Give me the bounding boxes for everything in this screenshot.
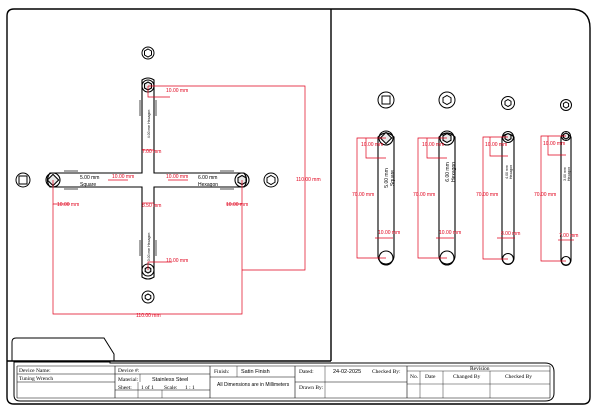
part1-size-label: 5.00 mm xyxy=(384,168,390,187)
part1-length-dim: 70.00 mm xyxy=(352,192,374,198)
revision-title: Revision xyxy=(470,366,490,372)
part4-size-label: 3.00 mm xyxy=(563,167,567,181)
dim-left-arm: 10.00 mm xyxy=(112,174,134,180)
revision-checked-by-header: Checked By xyxy=(505,374,532,380)
left-ref-circle xyxy=(15,172,31,188)
left-socket-size-label: 5.00 mm xyxy=(80,175,99,181)
top-ref-hexagon xyxy=(144,48,152,58)
top-arm-label: 4.00 mm Hexagon xyxy=(147,110,151,139)
side-part-1 xyxy=(377,130,395,266)
dated-value: 24-02-2025 xyxy=(333,369,361,375)
dim-right-offset: 10.00 mm xyxy=(226,202,248,208)
part2-ref-circle xyxy=(438,91,456,109)
title-block-text: Device Name: Tuning Wrench Device #: Mat… xyxy=(19,366,532,391)
part2-length-dim: 70.00 mm xyxy=(413,192,435,198)
device-name-value: Tuning Wrench xyxy=(19,376,53,382)
part3-shape-label: Hexagon xyxy=(509,165,513,179)
right-socket-size-label: 6.00 mm xyxy=(198,175,217,181)
part3-bottom-dim: 8.00 mm xyxy=(501,231,520,237)
dim-top-offset: 10.00 mm xyxy=(166,88,188,94)
cross-wrench-outline xyxy=(46,77,248,280)
dim-bottom-offset: 10.00 mm xyxy=(166,258,188,264)
sheet-label: Sheet: xyxy=(118,385,132,391)
reference-shapes xyxy=(15,46,279,304)
left-socket-shape-label: Square xyxy=(80,182,96,188)
bottom-arm-label: 3.00 mm Hexagon xyxy=(147,233,151,262)
part1-top-dim: 10.00 mm xyxy=(361,142,383,148)
side-ref-shapes xyxy=(377,91,572,111)
side-part-4 xyxy=(560,130,572,267)
part4-shape-label: Hexagon xyxy=(567,167,571,181)
part3-length-dim: 70.00 mm xyxy=(476,192,498,198)
part2-ref-hexagon xyxy=(442,94,452,106)
dim-total-height: 110.00 mm xyxy=(296,177,321,183)
material-value: Stainless Steel xyxy=(152,377,188,383)
checked-by-label: Checked By: xyxy=(372,369,401,375)
dim-top-arm-width: 7.00 mm xyxy=(142,149,161,155)
side-part-3 xyxy=(501,130,515,266)
right-socket-shape-label: Hexagon xyxy=(198,182,218,188)
part2-shape-label: Hexagon xyxy=(451,162,457,182)
center-dimension-text: 10.00 mm 7.00 mm 10.00 mm 10.00 mm 8.50 … xyxy=(57,88,321,319)
revision-date-header: Date xyxy=(425,374,436,380)
title-block-frame xyxy=(7,337,555,402)
bottom-ref-circle xyxy=(141,290,155,304)
units-note: All Dimensions are in Millimeters xyxy=(217,382,290,388)
finish-value: Satin Finish xyxy=(241,369,270,375)
part4-ref-hexagon xyxy=(562,101,570,109)
revision-no-header: No. xyxy=(410,374,419,380)
device-number-label: Device #: xyxy=(118,368,140,374)
dim-bottom-arm-width: 8.50 mm xyxy=(142,203,161,209)
part3-ref-circle xyxy=(501,96,515,110)
side-part-2 xyxy=(438,130,456,266)
material-label: Material: xyxy=(118,377,139,383)
bottom-ref-hexagon xyxy=(144,293,152,301)
sheet-border xyxy=(6,8,591,405)
device-name-label: Device Name: xyxy=(19,368,51,374)
part1-shape-label: Square xyxy=(390,170,396,186)
drawn-by-label: Drawn By: xyxy=(299,385,324,391)
part2-size-label: 6.00 mm xyxy=(445,162,451,181)
revision-changed-by-header: Changed By xyxy=(453,374,481,380)
dim-left-offset: 10.00 mm xyxy=(57,202,79,208)
right-ref-circle xyxy=(263,172,279,188)
side-dimension-text: 10.00 mm 70.00 mm 10.00 mm 10.00 mm 70.0… xyxy=(352,141,578,239)
part1-bottom-dim: 10.00 mm xyxy=(378,230,400,236)
scale-value: 1 : 1 xyxy=(185,385,195,391)
part1-ref-square xyxy=(381,95,391,105)
dim-total-width: 110.00 mm xyxy=(136,313,161,319)
top-ref-circle xyxy=(141,46,155,60)
part1-ref-circle xyxy=(377,91,395,109)
part3-size-label: 4.00 mm xyxy=(505,165,509,179)
left-ref-square xyxy=(18,175,28,185)
scale-label: Scale: xyxy=(164,385,178,391)
right-ref-hexagon xyxy=(266,174,276,186)
part2-top-dim: 10.00 mm xyxy=(422,142,444,148)
sheet-value: 1 of 1 xyxy=(141,384,154,391)
part2-bottom-dim: 10.00 mm xyxy=(439,230,461,236)
part4-bottom-dim: 7.00 mm xyxy=(559,233,578,239)
part3-top-dim: 10.00 mm xyxy=(485,142,507,148)
part4-length-dim: 70.00 mm xyxy=(534,192,556,198)
side-dimension-lines xyxy=(356,135,574,262)
dated-label: Dated: xyxy=(299,369,314,375)
part3-ref-hexagon xyxy=(504,98,512,108)
dim-right-arm: 10.00 mm xyxy=(166,174,188,180)
center-dimension-lines xyxy=(52,85,306,315)
finish-label: Finish: xyxy=(214,369,230,375)
part4-ref-circle xyxy=(560,99,572,111)
part4-top-dim: 10.00 mm xyxy=(543,141,565,147)
